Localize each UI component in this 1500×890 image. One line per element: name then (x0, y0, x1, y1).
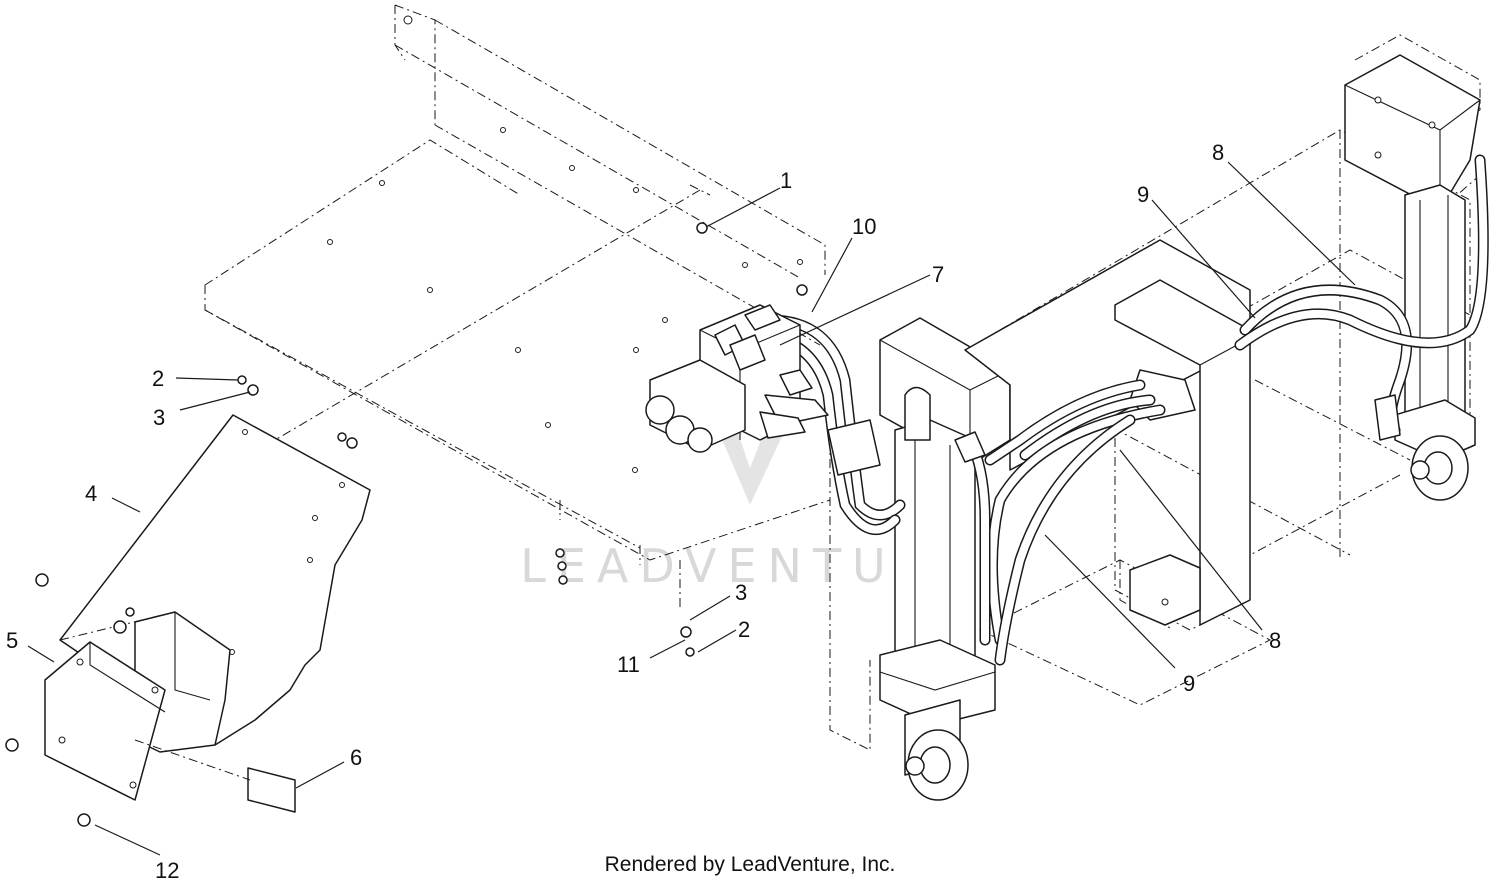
leader-lines (27, 161, 1356, 856)
watermark-text: LEADVENTURE (520, 539, 980, 593)
callout-2-upper: 2 (152, 366, 164, 391)
fasteners (5, 222, 808, 827)
watermark: LEADVENTURE (520, 430, 980, 593)
callouts: 1 2 3 4 5 6 7 8 8 9 9 10 3 2 11 12 (6, 140, 1281, 883)
callout-6: 6 (350, 745, 362, 770)
callout-1: 1 (780, 168, 792, 193)
callout-4: 4 (85, 481, 97, 506)
callout-12: 12 (155, 858, 179, 883)
callout-2-lower: 2 (738, 617, 750, 642)
callout-7: 7 (932, 262, 944, 287)
callout-9-lower: 9 (1183, 671, 1195, 696)
hydraulic-hoses (754, 154, 1489, 666)
right-cylinder (1344, 54, 1481, 501)
callout-3-upper: 3 (153, 405, 165, 430)
callout-10: 10 (852, 214, 876, 239)
deck-holes (327, 15, 803, 473)
callout-5: 5 (6, 628, 18, 653)
callout-8-lower: 8 (1269, 628, 1281, 653)
callout-8-upper: 8 (1212, 140, 1224, 165)
control-valve (645, 304, 829, 453)
shield-assembly (44, 414, 371, 813)
callout-3-lower: 3 (735, 580, 747, 605)
callout-9-upper: 9 (1137, 182, 1149, 207)
render-credit-caption: Rendered by LeadVenture, Inc. (604, 853, 896, 876)
callout-11: 11 (617, 652, 640, 677)
cross-tube (964, 239, 1251, 626)
